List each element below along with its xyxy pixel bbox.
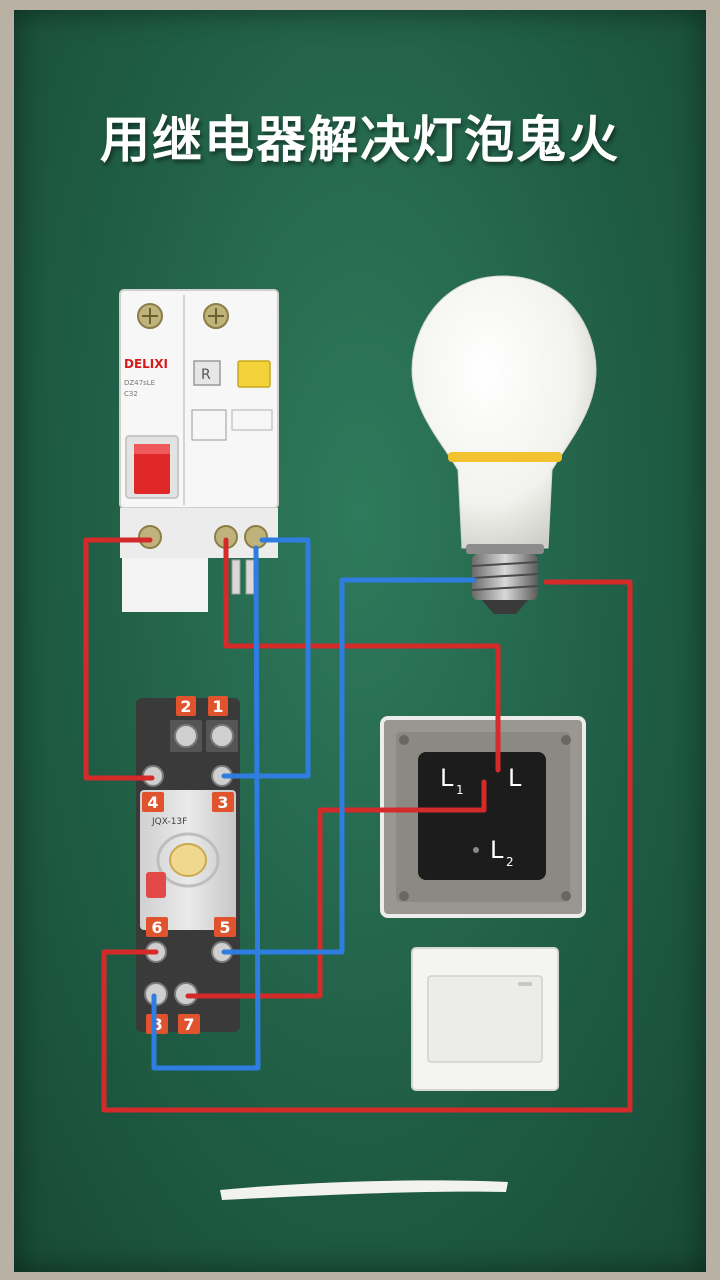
relay-terminal-2: 2 xyxy=(180,697,191,716)
switch-terminal-l2-sub: 2 xyxy=(506,855,514,869)
switch-back: L 1 L L 2 xyxy=(380,716,586,918)
relay-terminal-7: 7 xyxy=(183,1015,194,1034)
breaker-model: DZ47sLE xyxy=(124,379,155,387)
live-wire-breaker-to-switch xyxy=(223,537,501,773)
bulb-base xyxy=(466,544,544,614)
switch-terminal-l: L xyxy=(508,764,522,792)
neutral-wire-breaker-to-coil xyxy=(151,545,261,1071)
breaker-handle xyxy=(134,444,170,494)
relay: JQX-13F 2 1 4 3 6 xyxy=(136,696,240,1034)
breaker-top-screws xyxy=(137,303,229,329)
relay-terminal-1: 1 xyxy=(212,697,223,716)
diagram-title: 用继电器解决灯泡鬼火 xyxy=(100,111,620,169)
live-wire-relay-to-bulb xyxy=(101,579,633,1113)
bulb-ring xyxy=(448,452,562,462)
switch-terminal-l1: L xyxy=(440,764,454,792)
bulb-glass xyxy=(411,275,597,549)
neutral-wire-breaker-to-relay xyxy=(221,537,311,779)
breaker-brand: DELIXI xyxy=(124,357,168,371)
light-bulb xyxy=(411,275,597,614)
relay-terminal-3: 3 xyxy=(217,793,228,812)
switch-rocker xyxy=(427,975,543,1063)
switch-front xyxy=(411,947,559,1091)
relay-terminal-8: 8 xyxy=(151,1015,162,1034)
circuit-breaker: DELIXI DZ47sLE C32 R xyxy=(119,289,279,612)
breaker-rating: C32 xyxy=(124,390,138,398)
breaker-bottom-block xyxy=(122,558,208,612)
wires xyxy=(83,537,633,1113)
chalkboard xyxy=(14,10,706,1272)
live-wire-breaker-to-relay xyxy=(83,537,155,781)
switch-terminal-l1-sub: 1 xyxy=(456,783,464,797)
relay-terminal-6: 6 xyxy=(151,918,162,937)
chalk-stroke xyxy=(220,1180,508,1200)
neutral-wire-relay-to-bulb xyxy=(221,577,477,955)
reset-button-label: R xyxy=(201,367,211,383)
switch-terminal-block xyxy=(418,752,546,880)
relay-model: JQX-13F xyxy=(151,817,187,827)
switch-terminal-l2: L xyxy=(490,836,504,864)
test-button xyxy=(237,360,271,388)
relay-terminal-4: 4 xyxy=(147,793,158,812)
live-wire-switch-to-relay xyxy=(185,779,487,999)
reset-button xyxy=(193,360,221,386)
relay-terminal-5: 5 xyxy=(219,918,230,937)
relay-indicator xyxy=(146,872,166,898)
